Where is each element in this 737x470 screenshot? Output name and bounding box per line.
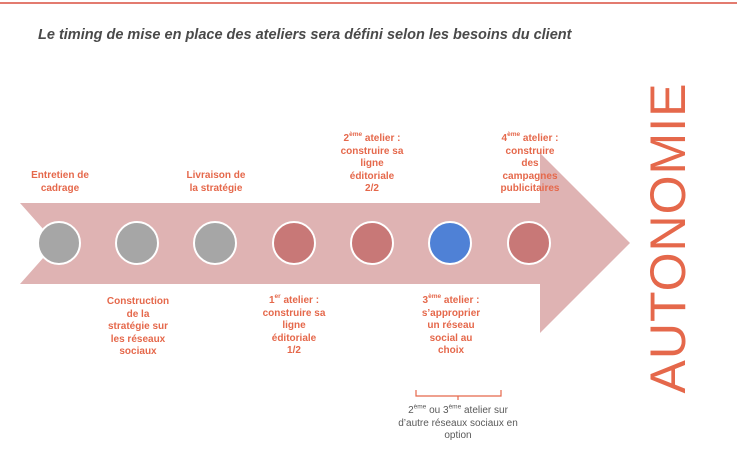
note-bracket: [415, 390, 502, 400]
optional-workshop-note: 2ème ou 3ème atelier sur d’autre réseaux…: [398, 403, 518, 441]
step-label-3: Livraison de la stratégie: [186, 170, 246, 194]
autonomie-label: AUTONOMIE: [640, 82, 696, 394]
top-rule: [0, 2, 737, 4]
step-circle-6-current: [428, 221, 472, 265]
step-circle-5-workshop: [350, 221, 394, 265]
arrow-shape: [20, 153, 630, 333]
step-label-4: 1er atelier : construire sa ligne éditor…: [262, 292, 326, 356]
step-circle-2-done: [115, 221, 159, 265]
step-circle-4-workshop: [272, 221, 316, 265]
step-label-2: Construction de la stratégie sur les rés…: [106, 296, 170, 357]
step-circle-1-done: [37, 221, 81, 265]
step-label-5: 2ème atelier : construire sa ligne édito…: [340, 130, 404, 194]
step-circle-3-done: [193, 221, 237, 265]
step-label-7: 4ème atelier : construire des campagnes …: [500, 130, 560, 194]
step-circle-7-workshop: [507, 221, 551, 265]
step-label-1: Entretien de cadrage: [31, 170, 89, 194]
page-title: Le timing de mise en place des ateliers …: [38, 27, 572, 43]
step-label-6: 3ème atelier : s’approprier un réseau so…: [421, 292, 481, 356]
